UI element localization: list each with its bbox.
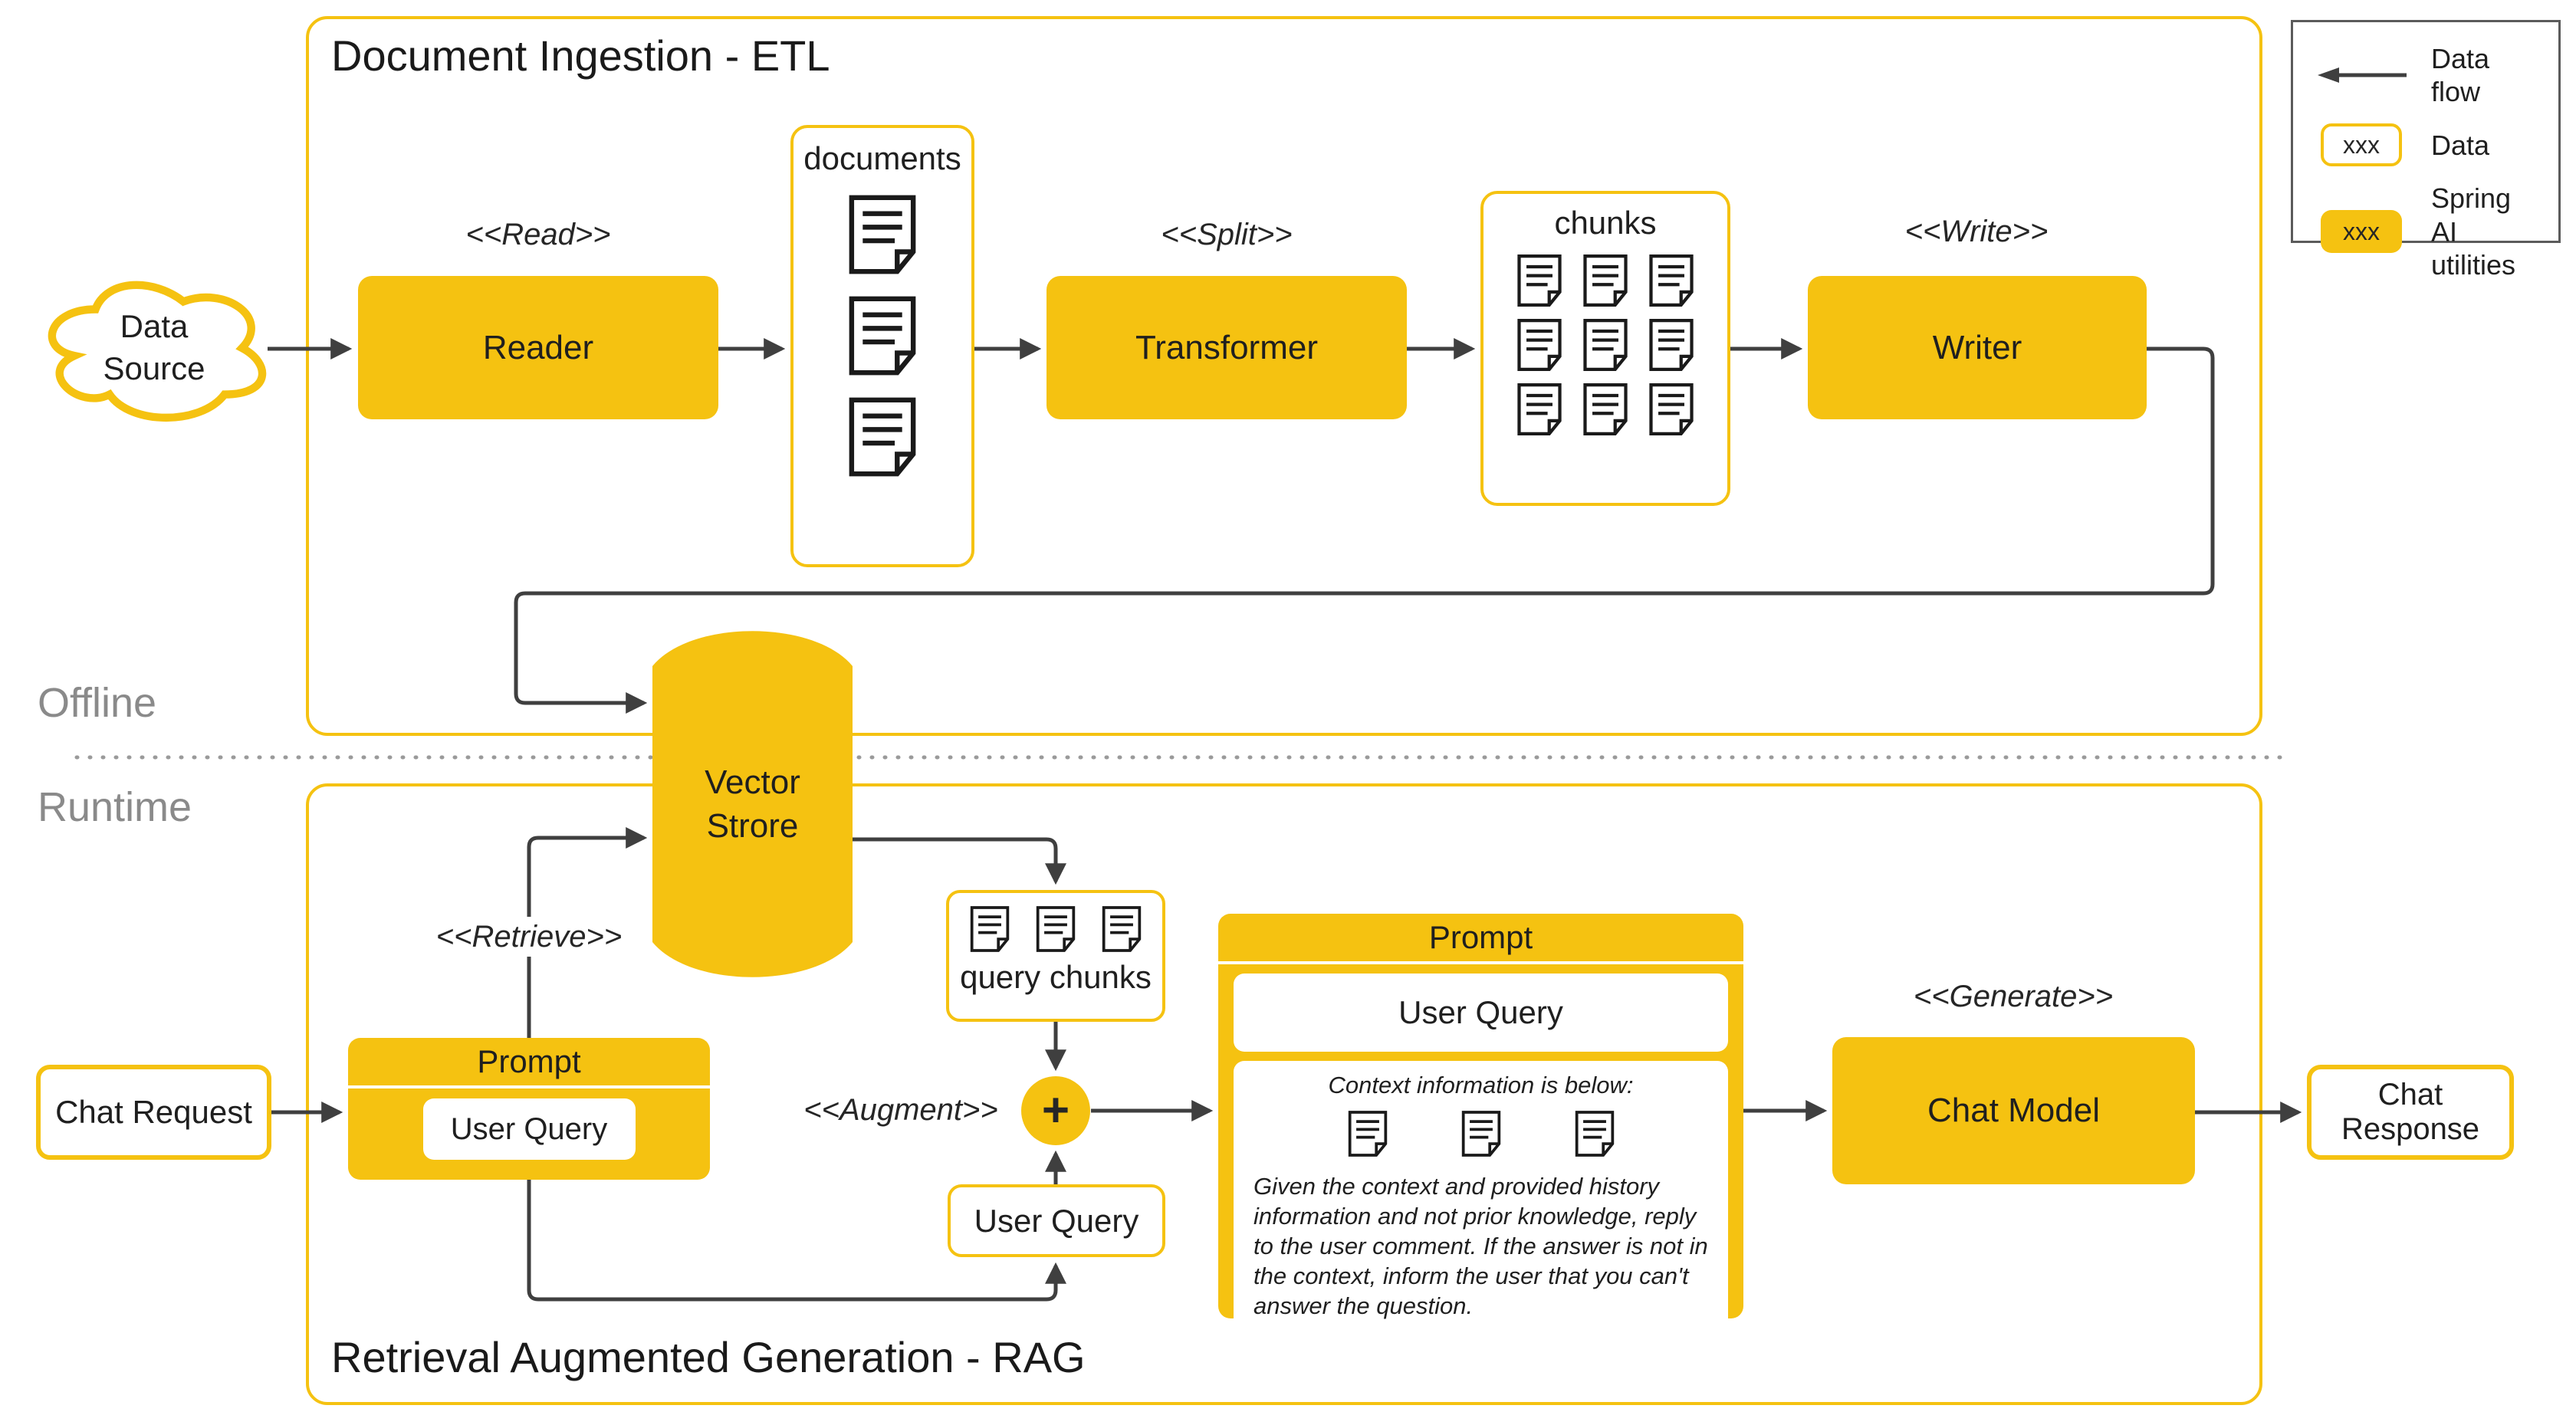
document-icon	[1461, 1111, 1500, 1157]
document-icon	[1348, 1111, 1387, 1157]
stereotype-retrieve: <<Retrieve>>	[391, 917, 667, 957]
documents-box: documents	[790, 125, 974, 567]
legend-spring-label: Spring AI utilities	[2431, 182, 2516, 281]
document-icon	[1581, 254, 1630, 307]
prompt-small-body: User Query	[348, 1088, 710, 1180]
document-icon	[1647, 254, 1696, 307]
document-icon	[1036, 906, 1076, 952]
prompt-box-main: Prompt User Query Context information is…	[1218, 914, 1743, 1335]
chat-request-box: Chat Request	[36, 1065, 271, 1160]
context-instructions: Given the context and provided history i…	[1254, 1173, 1708, 1320]
context-icons	[1254, 1110, 1708, 1157]
data-source-label: Data Source	[103, 308, 205, 386]
documents-label: documents	[803, 140, 961, 176]
etl-title: Document Ingestion - ETL	[331, 31, 830, 80]
document-icon	[1515, 383, 1564, 436]
rag-container	[306, 783, 2262, 1405]
stereotype-read: <<Read>>	[465, 218, 611, 251]
stereotype-write: <<Write>>	[1904, 215, 2049, 248]
prompt-main-body: User Query Context information is below:…	[1218, 964, 1743, 1348]
rag-title: Retrieval Augmented Generation - RAG	[331, 1333, 1086, 1381]
prompt-box-small: Prompt User Query	[348, 1038, 710, 1180]
spring-swatch: xxx	[2312, 210, 2411, 254]
offline-label: Offline	[38, 680, 157, 726]
merge-plus-icon: +	[1021, 1076, 1090, 1145]
prompt-small-user-query: User Query	[422, 1098, 636, 1160]
etl-container	[306, 16, 2262, 736]
transformer-box: Transformer	[1046, 276, 1407, 419]
vector-store-cylinder	[652, 631, 853, 977]
document-icon	[845, 194, 920, 275]
stereotype-augment: <<Augment>>	[803, 1093, 998, 1127]
legend: Data flow xxx Data xxx Spring AI utiliti…	[2291, 20, 2561, 281]
document-icon	[1515, 318, 1564, 372]
reader-box: Reader	[358, 276, 718, 419]
vector-store-label: Vector Strore	[705, 763, 800, 845]
legend-row-spring: xxx Spring AI utilities	[2312, 182, 2540, 281]
arrow-left-icon	[2312, 65, 2411, 85]
chunks-label: chunks	[1554, 205, 1657, 241]
chat-model-box: Chat Model	[1832, 1037, 2195, 1184]
query-chunks-icons	[968, 905, 1143, 953]
runtime-label: Runtime	[38, 784, 192, 830]
document-icon	[1515, 254, 1564, 307]
query-chunks-label: query chunks	[960, 959, 1152, 995]
user-query-box: User Query	[948, 1184, 1165, 1257]
data-swatch-box: xxx	[2321, 123, 2402, 167]
legend-data-label: Data	[2431, 129, 2490, 161]
legend-row-data-flow: Data flow	[2312, 42, 2540, 108]
context-heading: Context information is below:	[1328, 1072, 1634, 1098]
spring-swatch-box: xxx	[2321, 210, 2402, 254]
document-icon	[1647, 383, 1696, 436]
document-icon	[1581, 318, 1630, 372]
stereotype-generate: <<Generate>>	[1913, 980, 2114, 1013]
data-swatch: xxx	[2312, 123, 2411, 167]
prompt-main-user-query: User Query	[1234, 974, 1728, 1052]
chunks-icons	[1515, 254, 1696, 436]
document-icon	[970, 906, 1010, 952]
documents-icons	[845, 194, 920, 478]
document-icon	[1102, 906, 1142, 952]
document-icon	[1581, 383, 1630, 436]
legend-data-flow-label: Data flow	[2431, 43, 2490, 108]
writer-box: Writer	[1808, 276, 2147, 419]
stereotype-split: <<Split>>	[1161, 218, 1293, 251]
document-icon	[845, 396, 920, 478]
document-icon	[845, 295, 920, 376]
query-chunks-box: query chunks	[946, 890, 1165, 1022]
document-icon	[1575, 1111, 1614, 1157]
chunks-box: chunks	[1480, 191, 1730, 506]
legend-row-data: xxx Data	[2312, 123, 2540, 167]
document-icon	[1647, 318, 1696, 372]
prompt-main-title: Prompt	[1218, 914, 1743, 964]
chat-response-box: Chat Response	[2307, 1065, 2514, 1160]
cloud-icon	[48, 281, 267, 422]
prompt-small-title: Prompt	[348, 1038, 710, 1088]
context-pane: Context information is below: Given the …	[1234, 1061, 1728, 1335]
